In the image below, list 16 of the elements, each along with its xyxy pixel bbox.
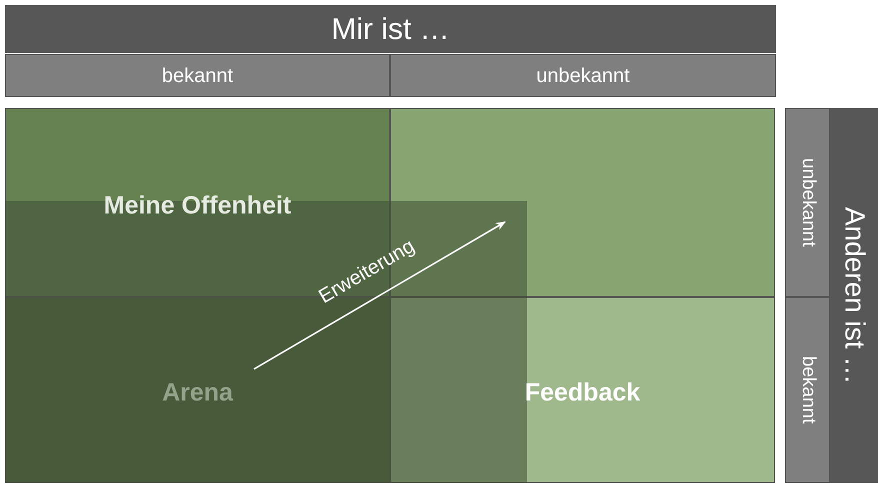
quadrant-label: Arena xyxy=(162,379,233,407)
row-header xyxy=(785,108,830,297)
quadrant-label: Meine Offenheit xyxy=(104,192,292,220)
arrow xyxy=(254,221,506,370)
column-header xyxy=(5,54,390,97)
header-text: unbekannt xyxy=(797,158,818,247)
heading-text: Anderen ist … xyxy=(838,206,870,384)
column-header xyxy=(390,54,776,97)
row-header xyxy=(785,297,830,483)
row-header-bar xyxy=(830,108,878,483)
heading-text: Mir ist … xyxy=(331,12,450,46)
header-text: bekannt xyxy=(162,64,234,86)
header-bar xyxy=(5,5,776,53)
header-text: bekannt xyxy=(797,356,818,424)
quadrant-label: Feedback xyxy=(524,379,640,407)
header-text: unbekannt xyxy=(536,64,630,86)
